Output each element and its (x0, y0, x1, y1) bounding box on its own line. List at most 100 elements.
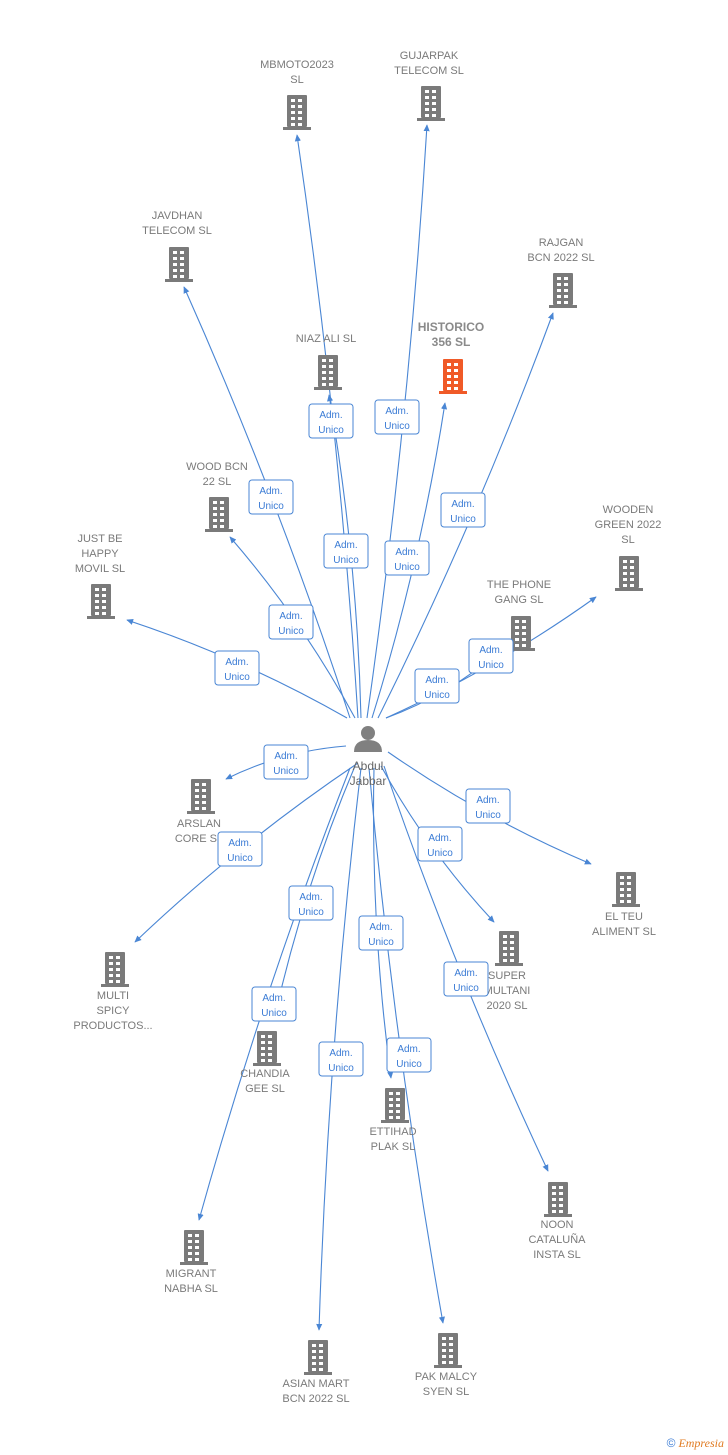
badge-text: Adm. (228, 838, 251, 849)
badge-text: Unico (394, 562, 420, 573)
company-label-line: EL TEU (605, 911, 643, 923)
company-node-wooden[interactable] (615, 556, 643, 591)
company-label-javdhan[interactable]: JAVDHAN TELECOM SL (142, 210, 212, 237)
company-node-gujarpak[interactable] (417, 86, 445, 121)
company-label-line: TELECOM SL (142, 225, 212, 237)
badge-box (263, 744, 309, 780)
role-badge-rajgan[interactable]: Adm.Unico (440, 492, 486, 528)
company-label-line: CATALUÑA (528, 1233, 586, 1246)
role-badge-niaz[interactable]: Adm.Unico (323, 533, 369, 569)
brand-logo-text: Empresia (678, 1436, 724, 1450)
company-node-woodbcn[interactable] (205, 497, 233, 532)
company-node-super[interactable] (495, 931, 523, 966)
company-label-line: JAVDHAN (152, 210, 203, 222)
role-badge-elteu[interactable]: Adm.Unico (465, 788, 511, 824)
role-badge-noon[interactable]: Adm.Unico (443, 961, 489, 997)
badge-text: Unico (396, 1059, 422, 1070)
badge-text: Adm. (225, 657, 248, 668)
company-label-line: HAPPY (81, 548, 119, 560)
badge-text: Adm. (329, 1048, 352, 1059)
role-badge-multi[interactable]: Adm. Unico (217, 831, 263, 867)
role-badge-javdhan[interactable]: Adm.Unico (248, 479, 294, 515)
company-label-niaz[interactable]: NIAZ ALI SL (296, 333, 357, 345)
badge-text: Unico (318, 425, 344, 436)
company-label-line: CHANDIA (240, 1068, 290, 1080)
badge-text: Unico (333, 555, 359, 566)
company-node-phone[interactable] (507, 616, 535, 651)
company-node-mbmoto[interactable] (283, 95, 311, 130)
company-label-line: NABHA SL (164, 1283, 218, 1295)
role-badge-justbe[interactable]: Adm.Unico (214, 650, 260, 686)
company-node-justbe[interactable] (87, 584, 115, 619)
company-node-pak[interactable] (434, 1333, 462, 1368)
company-label-line: ARSLAN (177, 818, 221, 830)
company-node-multi[interactable] (101, 952, 129, 987)
person-node[interactable] (354, 726, 382, 752)
role-badge-super[interactable]: Adm.Unico (417, 826, 463, 862)
company-node-arslan[interactable] (187, 779, 215, 814)
role-badge-historico[interactable]: Adm.Unico (384, 540, 430, 576)
company-node-ettihad[interactable] (381, 1088, 409, 1123)
company-label-line: PRODUCTOS... (73, 1020, 152, 1032)
badge-text: Unico (328, 1063, 354, 1074)
company-node-asian[interactable] (304, 1340, 332, 1375)
role-badge-arslan[interactable]: Adm.Unico (263, 744, 309, 780)
role-badge-chandia[interactable]: Adm.Unico (251, 986, 297, 1022)
company-node-niaz[interactable] (314, 355, 342, 390)
company-label-line: MULTANI (484, 985, 531, 997)
company-label-line: RAJGAN (539, 237, 584, 249)
company-node-javdhan[interactable] (165, 247, 193, 282)
building-icon (304, 1340, 332, 1375)
company-node-rajgan[interactable] (549, 273, 577, 308)
company-label-line: SL (290, 74, 303, 86)
company-label-line: 356 SL (432, 335, 471, 349)
role-badge-ettihad[interactable]: Adm.Unico (358, 915, 404, 951)
company-node-chandia[interactable] (253, 1031, 281, 1066)
role-badge-migrant[interactable]: Adm.Unico (288, 885, 334, 921)
company-node-migrant[interactable] (180, 1230, 208, 1265)
building-icon (544, 1182, 572, 1217)
footer-brand[interactable]: ©Empresia (667, 1436, 724, 1451)
badge-text: Adm. (397, 1044, 420, 1055)
badge-box (308, 403, 354, 439)
badge-text: Adm. (479, 645, 502, 656)
role-badge-woodbcn[interactable]: Adm.Unico (268, 604, 314, 640)
badge-text: Adm. (274, 751, 297, 762)
role-badge-phone[interactable]: Adm.Unico (414, 668, 460, 704)
company-label-line: GREEN 2022 (595, 519, 662, 531)
company-label-line: HISTORICO (418, 320, 484, 334)
company-node-historico[interactable] (439, 359, 467, 394)
building-icon (180, 1230, 208, 1265)
badge-text: Unico (227, 853, 253, 864)
role-badge-pak[interactable]: Adm. Unico (386, 1037, 432, 1073)
role-badge-asian[interactable]: Adm. Unico (318, 1041, 364, 1077)
role-badge-mbmoto[interactable]: Adm.Unico (308, 403, 354, 439)
company-node-elteu[interactable] (612, 872, 640, 907)
role-badge-gujarpak[interactable]: Adm.Unico (374, 399, 420, 435)
edges-layer (126, 124, 597, 1331)
badge-text: Adm. (279, 611, 302, 622)
badge-text: Unico (384, 421, 410, 432)
company-label-line: SL (621, 534, 634, 546)
company-node-noon[interactable] (544, 1182, 572, 1217)
role-badge-wooden[interactable]: Adm.Unico (468, 638, 514, 674)
